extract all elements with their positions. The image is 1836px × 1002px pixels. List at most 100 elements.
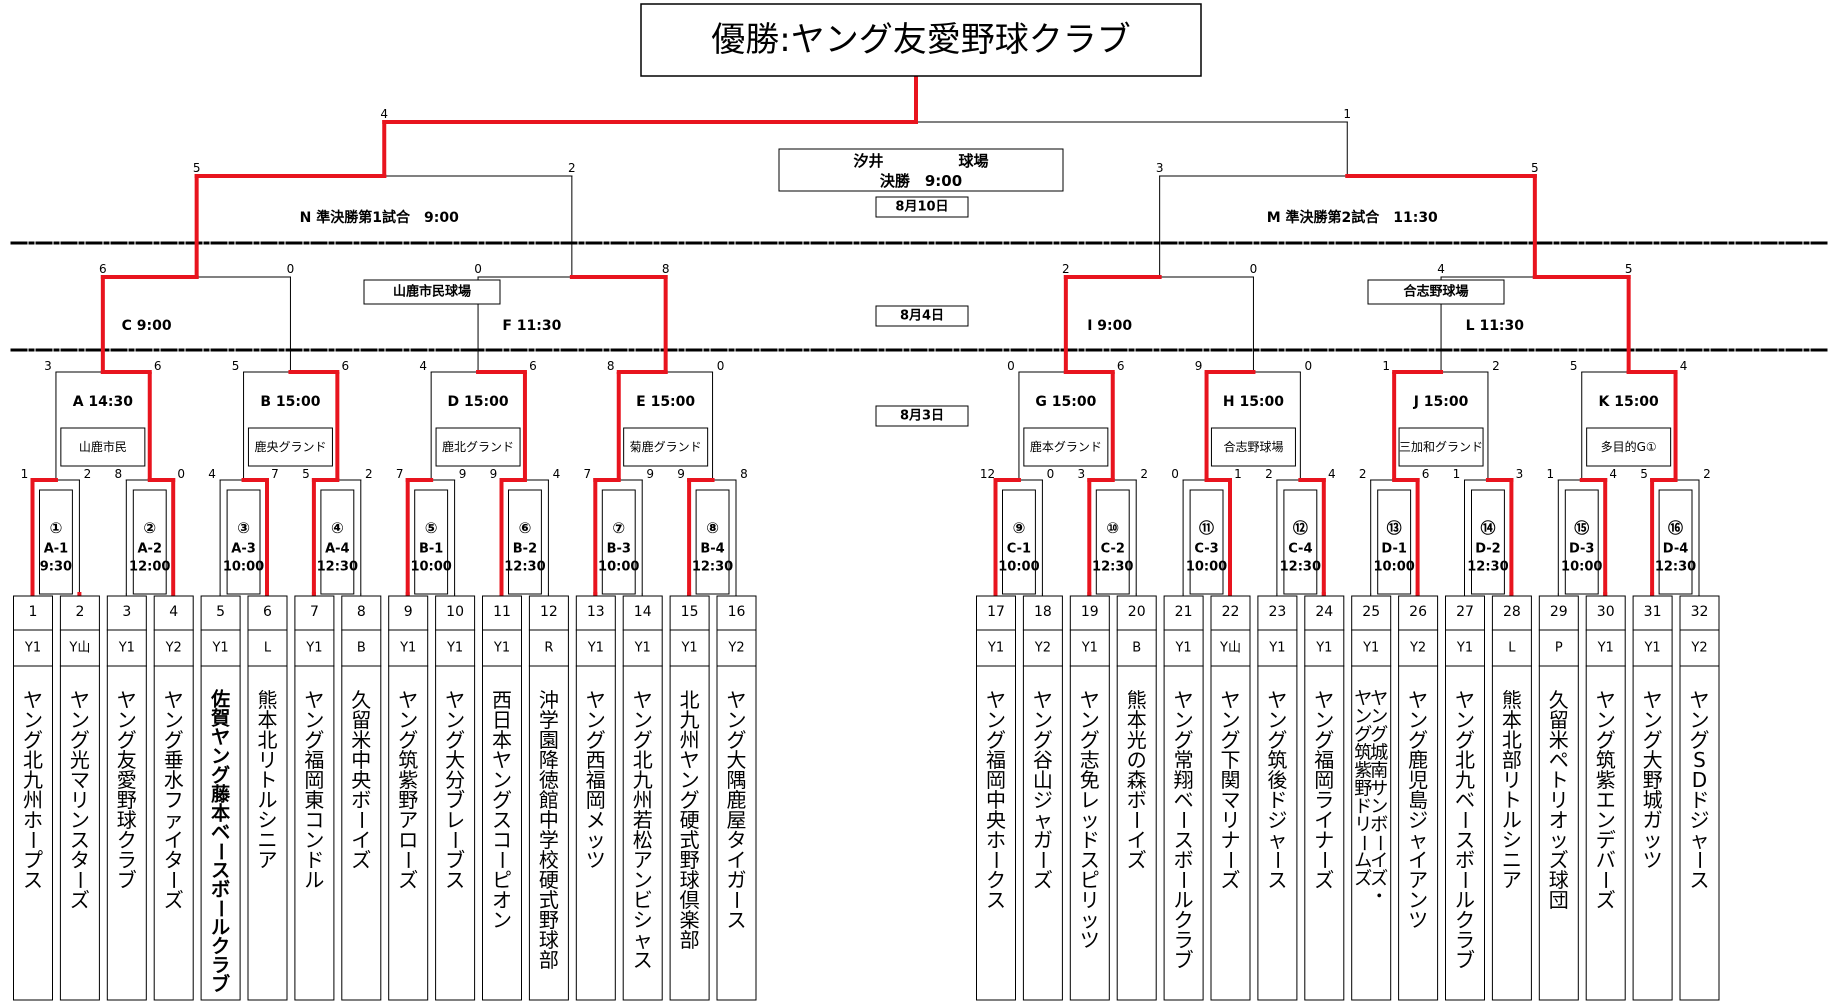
score-label: 5 — [302, 467, 310, 481]
team-name-char: 熊 — [258, 688, 278, 712]
team-name-char: ス — [211, 860, 230, 882]
score-label: 1 — [21, 467, 29, 481]
team-name-char: ア — [633, 848, 653, 872]
team-name-char: ー — [984, 850, 1008, 870]
team-name-char: ー — [1353, 834, 1374, 852]
date-aug10 — [875, 196, 969, 218]
team-name-char: ン — [1596, 808, 1616, 832]
team-name-char: 愛 — [117, 768, 137, 792]
score-label: 6 — [154, 359, 162, 373]
team-name-char: ヤ — [680, 748, 700, 772]
team-name-char: 央 — [986, 808, 1006, 832]
team-name-char: ボ — [1455, 848, 1475, 872]
game-number: ⑧ — [706, 519, 719, 537]
team-name-char: 筑 — [1267, 748, 1287, 772]
team-name-char: ボ — [351, 788, 371, 812]
team-name-char: ヤ — [1690, 688, 1710, 712]
team-name-char: 校 — [539, 848, 559, 872]
team-name-char: イ — [727, 848, 747, 872]
team-name-char: ト — [1549, 768, 1569, 792]
team-name-char: 大 — [1643, 748, 1663, 772]
team-name-char: 東 — [304, 788, 324, 812]
team-name-char: ン — [492, 908, 512, 932]
team-league: P — [1555, 641, 1563, 656]
team-column — [153, 595, 194, 1001]
team-name-char: ツ — [1643, 848, 1663, 872]
score-label: 7 — [583, 467, 591, 481]
venue-box — [435, 427, 521, 467]
score-label: 4 — [419, 359, 427, 373]
date-label: 8月10日 — [895, 200, 948, 215]
game-time: 10:00 — [1186, 560, 1227, 575]
team-number: 4 — [169, 604, 178, 620]
score-label: 3 — [1077, 467, 1085, 481]
team-name-char: ピ — [492, 868, 512, 892]
team-name-char: ン — [633, 868, 653, 892]
team-name-char: グ — [492, 788, 512, 812]
team-name-char: ス — [70, 828, 90, 852]
team-league: Y1 — [211, 641, 228, 656]
team-name-char: グ — [1408, 728, 1428, 752]
team-name-char: ル — [258, 788, 278, 812]
team-column — [1210, 595, 1251, 1001]
team-name-char: 鹿 — [1408, 748, 1428, 772]
team-name-char: 北 — [633, 748, 653, 772]
team-name-char: 野 — [1354, 779, 1372, 800]
team-name-char: 岡 — [304, 768, 324, 792]
champion-title: 優勝:ヤング友愛野球クラブ — [711, 20, 1130, 60]
team-name-char: イ — [164, 828, 184, 852]
score-label: 7 — [271, 467, 279, 481]
team-league: Y1 — [1081, 641, 1098, 656]
team-name-char: ッ — [1080, 908, 1100, 932]
team-name-char: ズ — [1549, 848, 1569, 872]
team-name-char: ー — [396, 850, 420, 870]
team-name-char: ク — [986, 868, 1006, 892]
team-column — [1163, 595, 1204, 1001]
team-name-char: グ — [1033, 728, 1053, 752]
date-label: 8月3日 — [900, 409, 944, 424]
team-name-char: 式 — [680, 828, 700, 852]
team-number: 3 — [122, 604, 131, 620]
team-name-char: グ — [633, 728, 653, 752]
team-column — [247, 595, 288, 1001]
team-name-char: ヤ — [1174, 688, 1194, 712]
team-name-char: ヤ — [1267, 688, 1287, 712]
team-name-char: 本 — [211, 802, 230, 825]
team-name-char: ン — [1314, 708, 1334, 732]
game-number: ⑥ — [519, 519, 532, 537]
team-name-char: ャ — [1408, 828, 1428, 852]
game-code: A-2 — [137, 542, 162, 557]
quarterfinal-label: I 9:00 — [1087, 318, 1132, 334]
team-name-char: 沖 — [539, 688, 559, 712]
team-number: 8 — [357, 604, 366, 620]
team-name-char: ツ — [1080, 928, 1100, 952]
team-number: 10 — [446, 604, 464, 620]
score-label: 1 — [1546, 467, 1554, 481]
score-label: 5 — [1640, 467, 1648, 481]
team-name-char: ン — [211, 746, 230, 768]
round2-game-label: B 15:00 — [260, 394, 320, 410]
team-name-char: 野 — [1643, 768, 1663, 792]
team-name-char: ッ — [1549, 828, 1569, 852]
team-name-char: ン — [398, 708, 418, 732]
score-label: 2 — [1062, 262, 1070, 276]
first-round-box — [1377, 489, 1412, 595]
team-name-char: ヤ — [1354, 689, 1372, 710]
team-name-char: ド — [1080, 828, 1100, 852]
team-column — [1304, 595, 1345, 1001]
team-name-char: グ — [211, 764, 230, 787]
team-name-char: ド — [1267, 788, 1287, 812]
first-round-box — [226, 489, 261, 595]
score-label: 6 — [529, 359, 537, 373]
team-name-char: ル — [1502, 808, 1522, 832]
team-name-char: ン — [1267, 708, 1287, 732]
team-name-char: 西 — [586, 748, 606, 772]
round2-game-label: J 15:00 — [1413, 394, 1469, 410]
team-name-char: リ — [1502, 768, 1522, 792]
venue-box — [623, 427, 709, 467]
team-name-char: 隅 — [727, 768, 747, 792]
team-name-char: ー — [725, 890, 749, 910]
team-name-char: リ — [1549, 788, 1569, 812]
team-name-char: 球 — [117, 808, 137, 832]
